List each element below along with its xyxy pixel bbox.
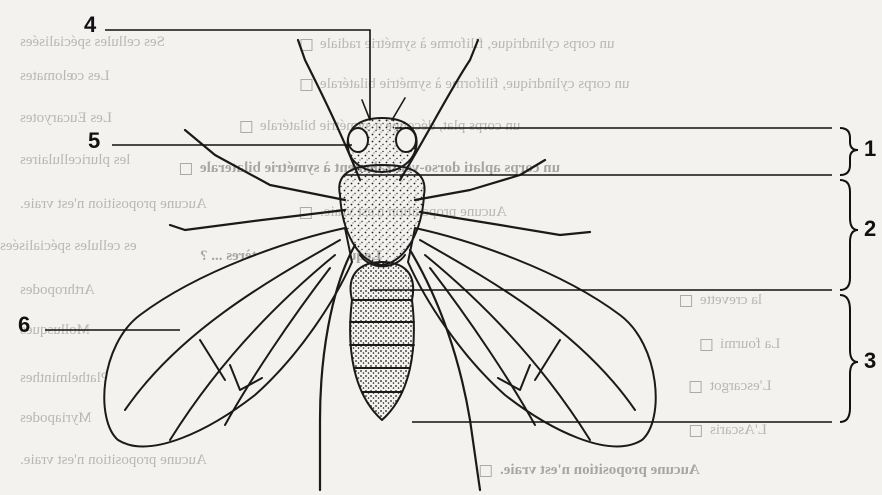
braces	[840, 128, 858, 422]
brace-3	[840, 295, 858, 422]
abdomen	[350, 262, 414, 420]
brace-2	[840, 180, 858, 290]
label-6: 6	[18, 312, 30, 338]
left-wing	[104, 228, 352, 446]
label-4: 4	[84, 12, 96, 38]
label-5: 5	[88, 128, 100, 154]
right-wing	[408, 228, 656, 446]
head	[348, 98, 417, 172]
brace-1	[840, 128, 858, 175]
label-2: 2	[864, 216, 876, 242]
label-1: 1	[864, 136, 876, 162]
label-3: 3	[864, 348, 876, 374]
leader-line-4	[105, 30, 370, 120]
